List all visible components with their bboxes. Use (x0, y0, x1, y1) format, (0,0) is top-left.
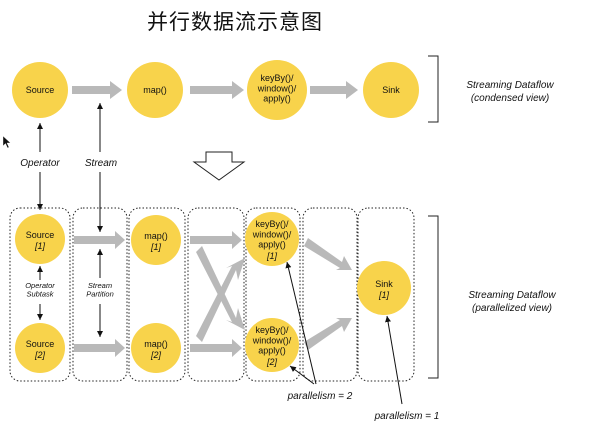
node-keyby-1 (245, 212, 299, 266)
parallel-caption-line2: (parallelized view) (472, 303, 552, 314)
partition-arrow (196, 246, 245, 330)
keyby-2-label: keyBy()/window()/apply() (252, 325, 292, 356)
source-2-label: Source (26, 339, 55, 349)
parallelism-1-label: parallelism = 1 (374, 411, 440, 422)
node-source-label: Source (26, 85, 55, 95)
parallelism-2-pointer-1 (285, 261, 317, 385)
partition-arrows (74, 231, 352, 357)
node-map-2 (131, 323, 181, 373)
sink-1-index: [1] (378, 290, 390, 300)
node-sink (363, 62, 419, 118)
map-1-index: [1] (150, 242, 162, 252)
stream-arrow (310, 81, 358, 99)
partition-arrow (74, 231, 125, 249)
node-source (12, 62, 68, 118)
parallel-view: Source [1] Source [2] map() [1] map() [2… (9, 207, 556, 422)
node-keyby-window-apply (247, 60, 307, 120)
map-1-label: map() (144, 231, 168, 241)
stream-arrow (72, 81, 122, 99)
column-box (128, 207, 186, 382)
condensed-caption-line1: Streaming Dataflow (466, 80, 554, 91)
mouse-cursor-icon (2, 135, 12, 149)
node-map-label: map() (143, 85, 167, 95)
operator-label: Operator (20, 158, 60, 169)
node-keyby-2 (245, 318, 299, 372)
keyby-2-index: [2] (266, 357, 278, 367)
partition-arrow (190, 231, 242, 249)
column-box (302, 207, 358, 382)
column-box (357, 207, 415, 382)
node-sink-1 (357, 261, 411, 315)
sink-1-label: Sink (375, 279, 393, 289)
transform-down-arrow-icon (192, 151, 246, 181)
condensed-bracket (428, 55, 439, 123)
node-source-1 (15, 214, 65, 264)
stream-arrow (190, 81, 244, 99)
column-box (245, 207, 301, 382)
node-map (127, 62, 183, 118)
partition-arrow (304, 238, 352, 270)
map-2-index: [2] (150, 350, 162, 360)
node-map-1 (131, 215, 181, 265)
keyby-1-label: keyBy()/window()/apply() (252, 219, 292, 250)
node-source-2 (15, 323, 65, 373)
node-sink-label: Sink (382, 85, 400, 95)
pointers: Operator Stream (20, 103, 117, 232)
source-1-index: [1] (34, 241, 46, 251)
stream-label: Stream (85, 158, 117, 169)
parallelism-2-label: parallelism = 2 (287, 391, 353, 402)
column-box (72, 207, 128, 382)
column-boxes (9, 207, 415, 382)
parallel-bracket (428, 215, 439, 379)
partition-arrow (304, 318, 352, 350)
condensed-stream-arrows (72, 81, 358, 99)
column-box (187, 207, 245, 382)
condensed-view: Source map() keyBy()/window()/apply() Si… (12, 55, 554, 123)
parallelism-2-pointer-2 (289, 365, 315, 385)
source-2-index: [2] (34, 350, 46, 360)
map-2-label: map() (144, 339, 168, 349)
partition-arrow (74, 339, 125, 357)
parallel-caption-line1: Streaming Dataflow (468, 290, 556, 301)
condensed-caption-line2: (condensed view) (471, 93, 549, 104)
partition-arrow (190, 339, 242, 357)
parallelism-1-pointer (385, 315, 403, 405)
node-keyby-label: keyBy()/window()/apply() (257, 73, 297, 104)
partition-arrow (196, 258, 245, 342)
page-title: 并行数据流示意图 (147, 10, 323, 34)
source-1-label: Source (26, 230, 55, 240)
keyby-1-index: [1] (266, 251, 278, 261)
